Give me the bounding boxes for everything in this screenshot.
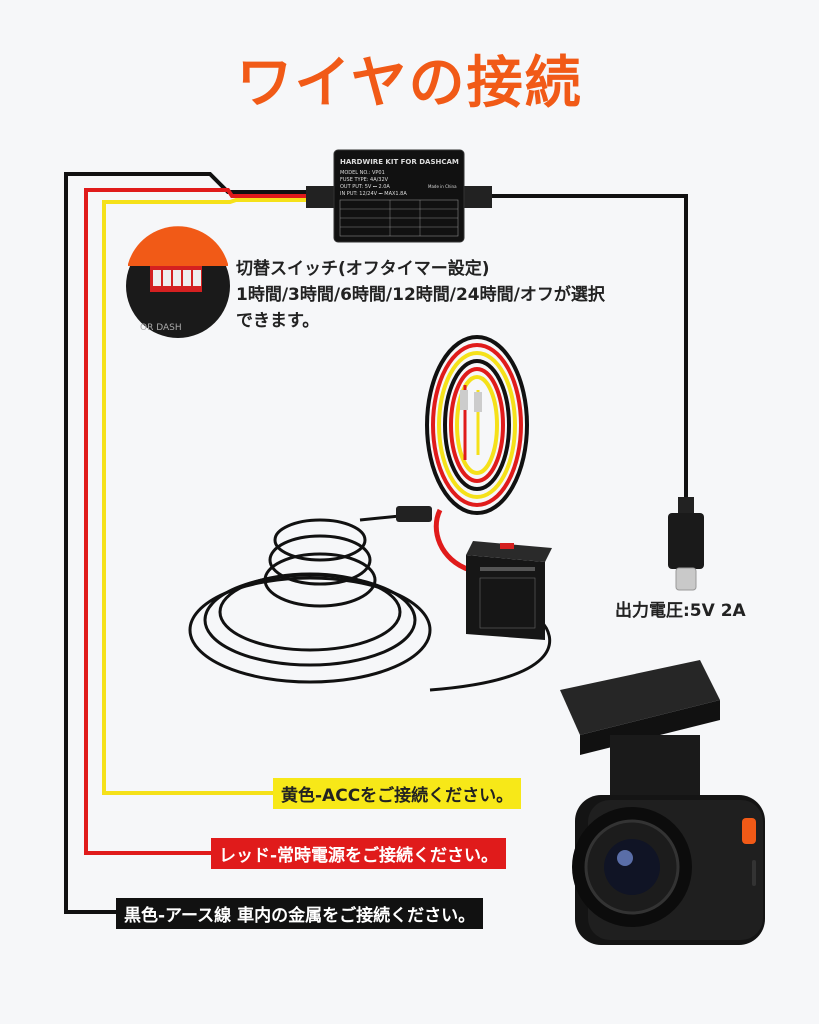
hardwire-module-photo bbox=[466, 541, 552, 640]
black-wire bbox=[64, 172, 330, 914]
dashcam bbox=[560, 660, 765, 945]
yellow-wire bbox=[102, 198, 330, 795]
module-output: OUT PUT: 5V ⎓ 2.0A bbox=[340, 184, 390, 190]
red-wire-label: レッド-常時電源をご接続ください。 bbox=[211, 838, 507, 869]
module-input: IN PUT: 12/24V ⎓ MAX1.8A bbox=[340, 191, 407, 197]
hardwire-module: HARDWIRE KIT FOR DASHCAM MODEL NO.: VP01… bbox=[306, 149, 492, 243]
dip-switch-closeup: OR DASH bbox=[126, 226, 230, 338]
usb-plug-small bbox=[396, 506, 432, 522]
module-model: MODEL NO.: VP01 bbox=[340, 170, 385, 176]
usb-output-cable bbox=[470, 194, 688, 500]
coiled-wire-bundle bbox=[425, 335, 529, 573]
output-voltage-label: 出力電圧:5V 2A bbox=[615, 601, 746, 621]
switch-note-line3: できます。 bbox=[236, 311, 320, 331]
svg-text:OR DASH: OR DASH bbox=[140, 323, 182, 333]
module-fuse: FUSE TYPE: 4A/32V bbox=[340, 177, 389, 183]
switch-note-line2: 1時間/3時間/6時間/12時間/24時間/オフが選択 bbox=[236, 285, 605, 305]
switch-note-line1: 切替スイッチ(オフタイマー設定) bbox=[236, 259, 490, 279]
red-wire bbox=[84, 188, 330, 855]
black-wire-label: 黒色-アース線 車内の金属をご接続ください。 bbox=[116, 898, 484, 929]
yellow-wire-label: 黄色-ACCをご接続ください。 bbox=[273, 778, 522, 809]
module-made-in: Made in China bbox=[428, 184, 457, 189]
switch-description: 切替スイッチ(オフタイマー設定) 1時間/3時間/6時間/12時間/24時間/オ… bbox=[236, 256, 666, 334]
page-title: ワイヤの接続 bbox=[236, 51, 583, 116]
usb-c-connector-icon bbox=[668, 497, 704, 591]
module-heading: HARDWIRE KIT FOR DASHCAM bbox=[340, 158, 459, 166]
coiled-usb-cable bbox=[188, 513, 552, 692]
